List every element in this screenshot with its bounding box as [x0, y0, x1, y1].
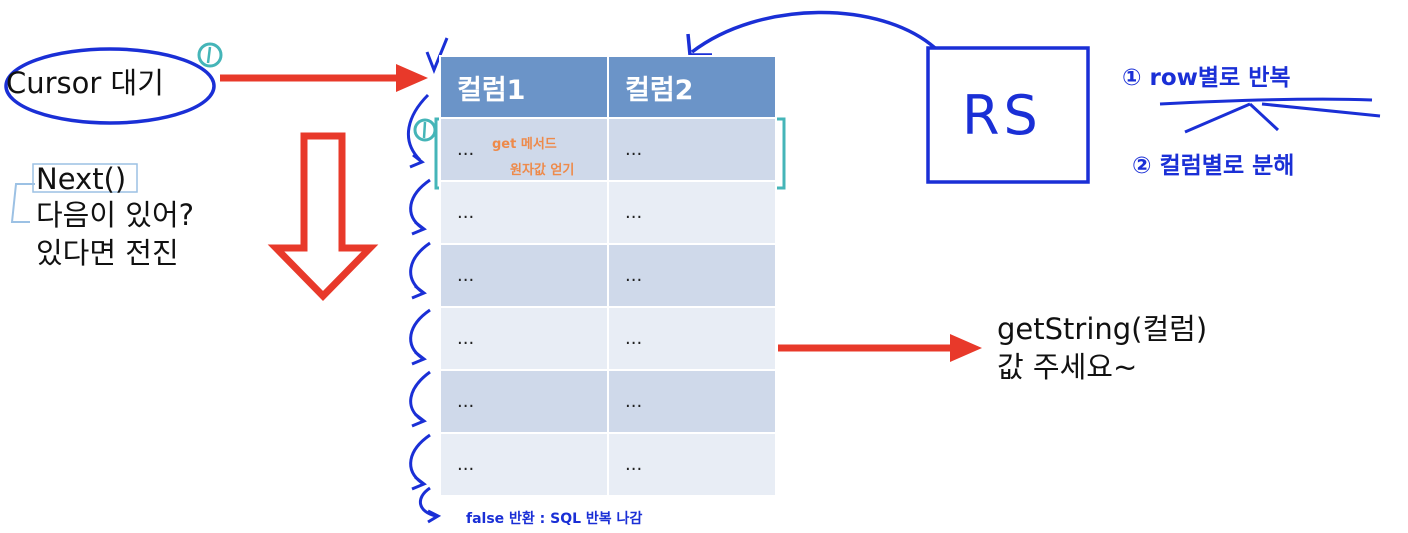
cursor-to-table-arrow [220, 64, 428, 92]
table-header-row: 컬럼1 컬럼2 [439, 55, 777, 119]
row-curl-arrows [406, 93, 442, 524]
table-row: ... ... [439, 306, 777, 371]
table-cell: ... [607, 180, 777, 245]
table-to-getstring-arrow [778, 334, 982, 362]
getstring-line2: 값 주세요~ [997, 350, 1138, 384]
cursor-ellipse [4, 47, 216, 125]
table-cell: ... [439, 180, 609, 245]
table-row: ... ... [439, 432, 777, 497]
next-box [32, 163, 138, 193]
next-func: Next() [36, 162, 127, 196]
rs-box [926, 46, 1090, 184]
rs-step1: ① row별로 반복 [1122, 65, 1291, 91]
resultset-table: 컬럼1 컬럼2 ... ... ... ... ... ... ... ... … [439, 55, 777, 497]
table-cell: ... [439, 432, 609, 497]
table-cell: ... [607, 243, 777, 308]
rs-to-table-arrow [686, 10, 937, 57]
table-cell: ... [607, 117, 777, 182]
table-cell: ... [607, 306, 777, 371]
next-bracket [10, 183, 35, 223]
table-row: ... ... [439, 180, 777, 245]
table-row: ... ... [439, 369, 777, 434]
table-row: ... ... [439, 243, 777, 308]
cursor-marker-circle [197, 42, 223, 68]
cursor-label: Cursor 대기 [6, 66, 164, 100]
column-header-2: 컬럼2 [607, 55, 777, 119]
next-line2: 있다면 전진 [36, 236, 179, 270]
table-row: ... ... [439, 117, 777, 182]
next-line1: 다음이 있어? [36, 198, 195, 232]
table-cell: ... [439, 243, 609, 308]
cell-note-line1: get 메서드 [492, 137, 557, 152]
table-cell: ... [607, 432, 777, 497]
cell-note-line2: 원자값 얻기 [510, 163, 575, 178]
column-header-1: 컬럼1 [439, 55, 609, 119]
table-cell: ... [439, 117, 609, 182]
rs-step2: ② 컬럼별로 분해 [1132, 153, 1295, 179]
false-note: false 반환 : SQL 반복 나감 [466, 511, 643, 527]
check-mark [425, 37, 449, 75]
big-down-arrow [267, 132, 379, 302]
rs-label: RS [962, 84, 1042, 147]
table-cell: ... [439, 306, 609, 371]
table-cell: ... [439, 369, 609, 434]
getstring-line1: getString(컬럼) [997, 312, 1208, 346]
table-cell: ... [607, 369, 777, 434]
rs-fan-lines [1159, 97, 1381, 134]
